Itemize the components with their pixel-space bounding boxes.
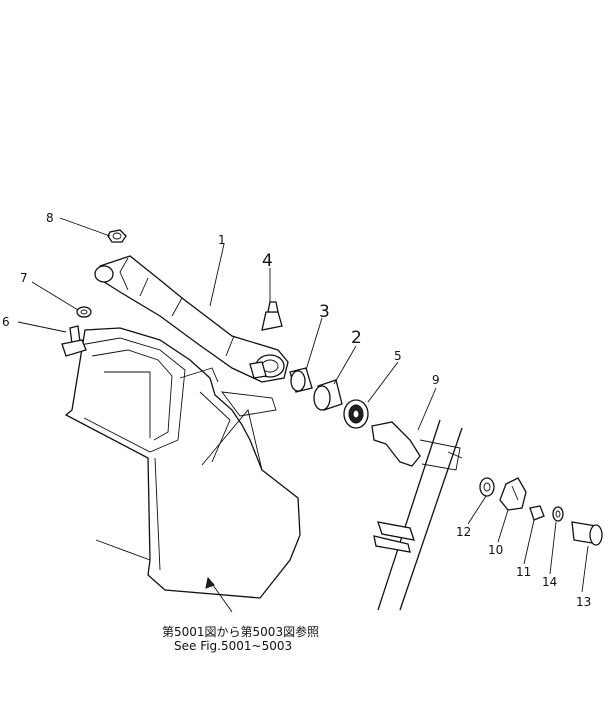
part-13-bolt xyxy=(571,521,603,546)
caption-japanese: 第5001図から第5003図参照 xyxy=(162,624,319,639)
label-1: 1 xyxy=(218,233,226,247)
label-2: 2 xyxy=(351,328,362,348)
label-9: 9 xyxy=(432,373,440,387)
part-2-bushing xyxy=(313,379,343,411)
part-12-sleeve xyxy=(479,477,495,497)
label-3: 3 xyxy=(319,302,330,322)
label-11: 11 xyxy=(516,565,531,579)
frame-body xyxy=(64,327,301,599)
part-8-nut xyxy=(107,229,127,243)
part-6-bolt xyxy=(61,325,87,357)
caption-english: See Fig.5001~5003 xyxy=(174,639,292,653)
part-5-bearing xyxy=(343,399,369,429)
label-12: 12 xyxy=(456,525,471,539)
label-13: 13 xyxy=(576,595,591,609)
label-7: 7 xyxy=(20,271,28,285)
label-4: 4 xyxy=(262,251,273,271)
part-11-nut xyxy=(529,505,545,521)
label-6: 6 xyxy=(2,315,10,329)
label-8: 8 xyxy=(46,211,54,225)
label-10: 10 xyxy=(488,543,503,557)
part-14-washer xyxy=(552,506,564,522)
reference-caption: 第5001図から第5003図参照 See Fig.5001~5003 xyxy=(162,624,319,653)
part-1-tube xyxy=(94,255,289,383)
part-7-washer xyxy=(76,306,92,318)
label-14: 14 xyxy=(542,575,557,589)
leader-lines xyxy=(17,217,589,613)
label-5: 5 xyxy=(394,349,402,363)
part-4-grease-fitting xyxy=(261,301,283,331)
part-9-column xyxy=(371,419,463,611)
part-labels: 8 7 6 1 4 3 2 5 9 12 10 11 14 13 xyxy=(2,211,591,609)
part-3-collar xyxy=(289,367,313,393)
part-10-clamp xyxy=(499,477,527,511)
